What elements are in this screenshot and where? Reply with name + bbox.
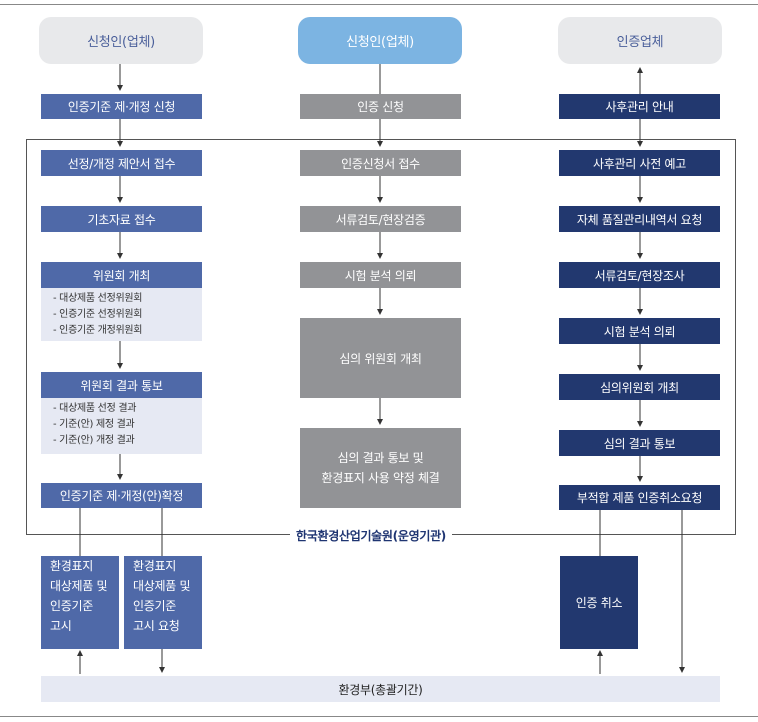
right-step-inspection: 서류검토/현장조사	[559, 262, 720, 288]
result-agreement-line1: 심의 결과 통보 및	[337, 451, 424, 465]
certified-company-node: 인증업체	[558, 17, 722, 64]
notice-request-line: 고시 요청	[133, 619, 180, 633]
left-step-committee-result: 위원회 결과 통보	[41, 372, 202, 398]
center-step-result-agreement: 심의 결과 통보 및 환경표지 사용 약정 체결	[300, 428, 461, 508]
committee-detail-item: - 인증기준 개정위원회	[53, 325, 143, 336]
right-step-notice: 사후관리 사전 예고	[559, 150, 720, 176]
institution-label: 한국환경산업기술원(운영기관)	[290, 527, 452, 544]
left-step-confirm: 인증기준 제·개정(안)확정	[41, 483, 202, 508]
center-step-test: 시험 분석 의뢰	[300, 262, 461, 288]
notice-request-line: 대상제품 및	[133, 579, 191, 593]
top-rule	[0, 4, 758, 5]
notice-request-line: 환경표지	[133, 559, 176, 573]
right-step-committee: 심의위원회 개최	[559, 374, 720, 400]
center-step-apply: 인증 신청	[300, 94, 461, 119]
left-step-request: 인증기준 제·개정 신청	[41, 94, 202, 119]
applicant-center-node: 신청인(업체)	[298, 17, 462, 64]
center-step-deliberation: 심의 위원회 개최	[300, 318, 461, 398]
notice-line: 인증기준	[50, 599, 93, 613]
ministry-bar: 환경부(총괄기간)	[41, 676, 720, 702]
certification-cancel-box: 인증 취소	[560, 556, 638, 649]
notice-request-line: 인증기준	[133, 599, 176, 613]
result-detail-item: - 기준(안) 제정 결과	[53, 419, 135, 430]
result-details: - 대상제품 선정 결과 - 기준(안) 제정 결과 - 기준(안) 개정 결과	[41, 398, 202, 454]
notice-line: 고시	[50, 619, 72, 633]
result-agreement-line2: 환경표지 사용 약정 체결	[321, 471, 440, 485]
right-step-test: 시험 분석 의뢰	[559, 318, 720, 344]
committee-detail-item: - 인증기준 선정위원회	[53, 309, 143, 320]
right-step-quality-request: 자체 품질관리내역서 요청	[559, 206, 720, 232]
notice-line: 환경표지	[50, 559, 93, 573]
left-step-basic-data: 기초자료 접수	[41, 206, 202, 232]
result-detail-item: - 대상제품 선정 결과	[53, 403, 137, 414]
center-step-review: 서류검토/현장검증	[300, 206, 461, 232]
notice-box: 환경표지 대상제품 및 인증기준 고시	[41, 556, 119, 649]
notice-request-box: 환경표지 대상제품 및 인증기준 고시 요청	[124, 556, 202, 649]
right-step-cancel-request: 부적합 제품 인증취소요청	[559, 485, 720, 510]
committee-detail-item: - 대상제품 선정위원회	[53, 293, 143, 304]
result-detail-item: - 기준(안) 개정 결과	[53, 435, 135, 446]
bottom-rule	[0, 716, 758, 717]
left-step-committee: 위원회 개최	[41, 262, 202, 288]
notice-line: 대상제품 및	[50, 579, 108, 593]
right-step-guide: 사후관리 안내	[559, 94, 720, 119]
center-step-receipt: 인증신청서 접수	[300, 150, 461, 176]
committee-details: - 대상제품 선정위원회 - 인증기준 선정위원회 - 인증기준 개정위원회	[41, 288, 202, 341]
right-step-result: 심의 결과 통보	[559, 430, 720, 456]
applicant-left-node: 신청인(업체)	[39, 17, 203, 64]
left-step-proposal-receipt: 선정/개정 제안서 접수	[41, 150, 202, 176]
